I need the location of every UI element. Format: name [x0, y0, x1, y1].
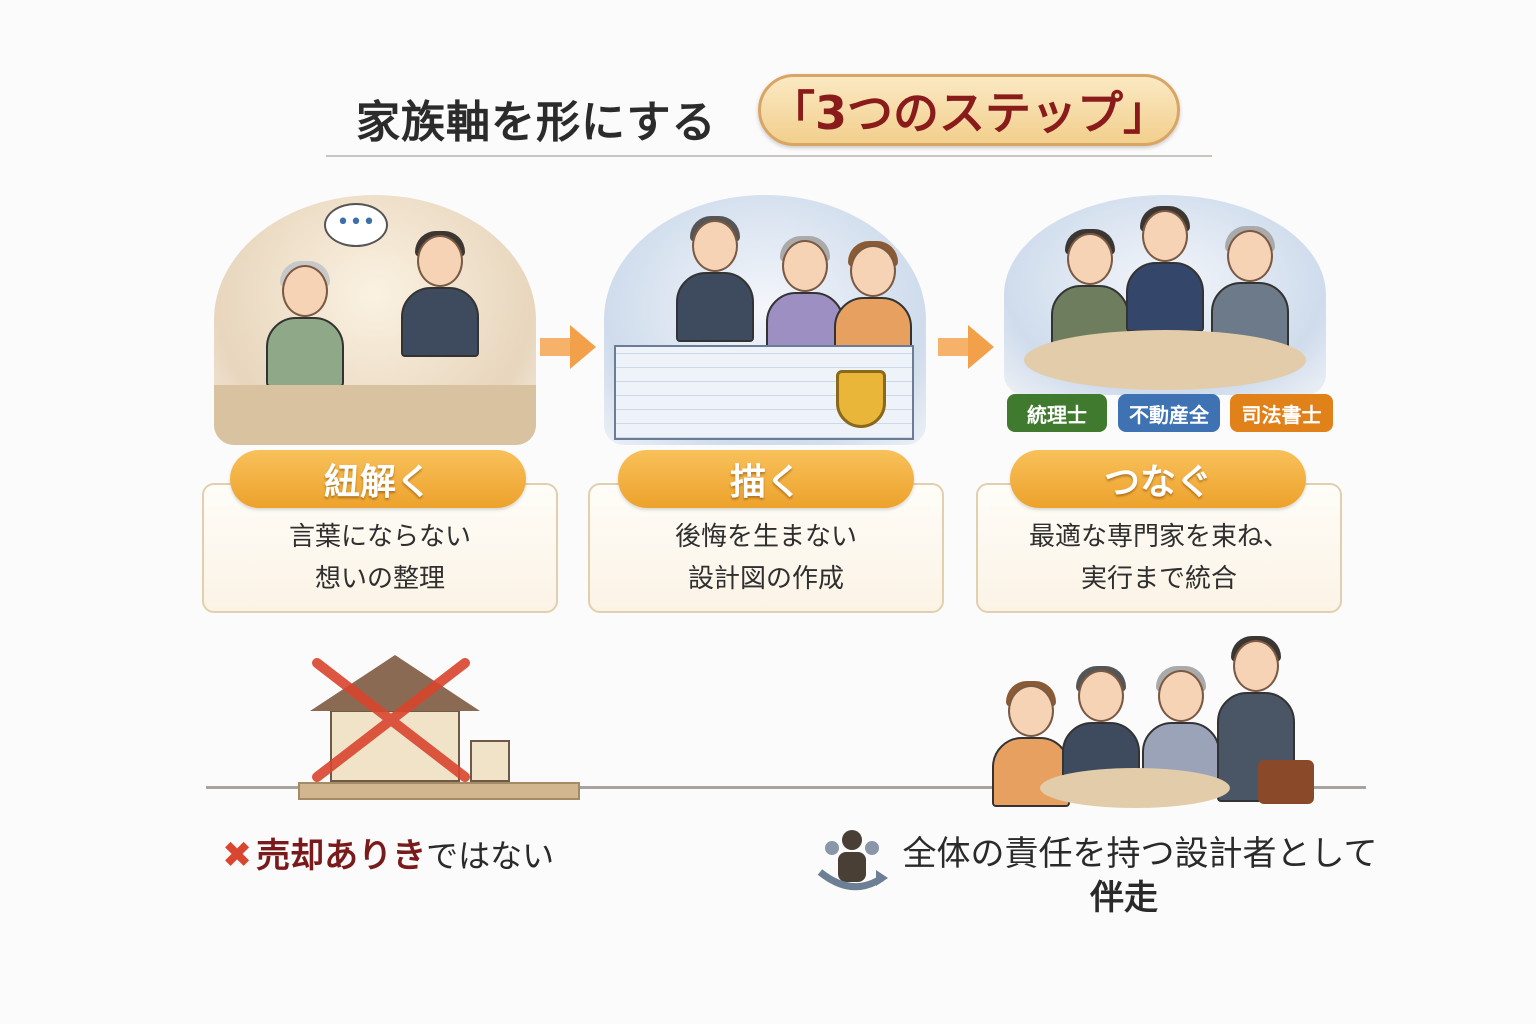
step1-label: 紐解く: [230, 450, 526, 508]
designer-statement: 全体の責任を持つ設計者として: [890, 826, 1390, 875]
step3-line1: 最適な専門家を束ね、: [1028, 522, 1289, 552]
step3-illustration-experts: [1004, 195, 1326, 395]
title-highlight-pill: 「3つのステップ」: [758, 74, 1180, 146]
badge-judicial-scrivener: 司法書士: [1230, 394, 1333, 432]
advisor-figure: [401, 231, 479, 357]
shield-icon: [836, 370, 886, 428]
cross-icon: ✖: [222, 835, 253, 876]
badge-real-estate: 不動産全: [1118, 394, 1220, 432]
title-divider: [326, 155, 1212, 157]
arrow-2-head-icon: [968, 325, 994, 369]
ground-line: [206, 786, 1366, 789]
step2-label: 描く: [618, 450, 914, 508]
table: [1040, 768, 1230, 808]
elderly-woman-figure: [266, 261, 344, 387]
step2-line2: 設計図の作成: [687, 564, 844, 594]
step1-line2: 想いの整理: [314, 564, 445, 594]
page-title: 家族軸を形にする: [356, 97, 717, 148]
arrow-1-icon: [540, 338, 572, 356]
mother-figure: [766, 236, 844, 362]
responsible-designer-icon: [817, 830, 888, 891]
expert-2-figure: [1126, 206, 1204, 332]
woman-figure: [992, 681, 1070, 807]
arrow-1-head-icon: [570, 325, 596, 369]
table: [214, 385, 536, 445]
house-base: [298, 782, 580, 800]
step3-line2: 実行まで統合: [1080, 564, 1237, 594]
badge-tax-accountant: 統理士: [1007, 394, 1107, 432]
cross-mark-icon: [312, 658, 470, 782]
round-table: [1024, 330, 1306, 390]
speech-bubble-icon: •••: [324, 203, 388, 247]
father-figure: [676, 216, 754, 342]
step2-illustration-blueprint: [604, 195, 926, 445]
designer-line1: 全体の責任を持つ設計者として: [902, 834, 1378, 874]
advisor-figure: [1217, 636, 1295, 802]
step3-label: つなぐ: [1010, 450, 1306, 508]
step1-illustration-consultation: •••: [214, 195, 536, 445]
sale-first-text: 売却ありき: [256, 836, 427, 876]
step2-line1: 後悔を生まない: [674, 522, 857, 552]
arrow-2-icon: [938, 338, 970, 356]
designer-line2: 伴走: [1090, 878, 1158, 918]
family-with-advisor-illustration: [980, 636, 1320, 808]
expert-3-figure: [1211, 226, 1289, 352]
briefcase-icon: [1258, 760, 1314, 804]
not-text: ではない: [426, 837, 555, 875]
step1-line1: 言葉にならない: [288, 522, 471, 552]
small-house-icon: [470, 740, 510, 782]
not-sale-first-statement: ✖ 売却ありき ではない: [222, 828, 554, 877]
